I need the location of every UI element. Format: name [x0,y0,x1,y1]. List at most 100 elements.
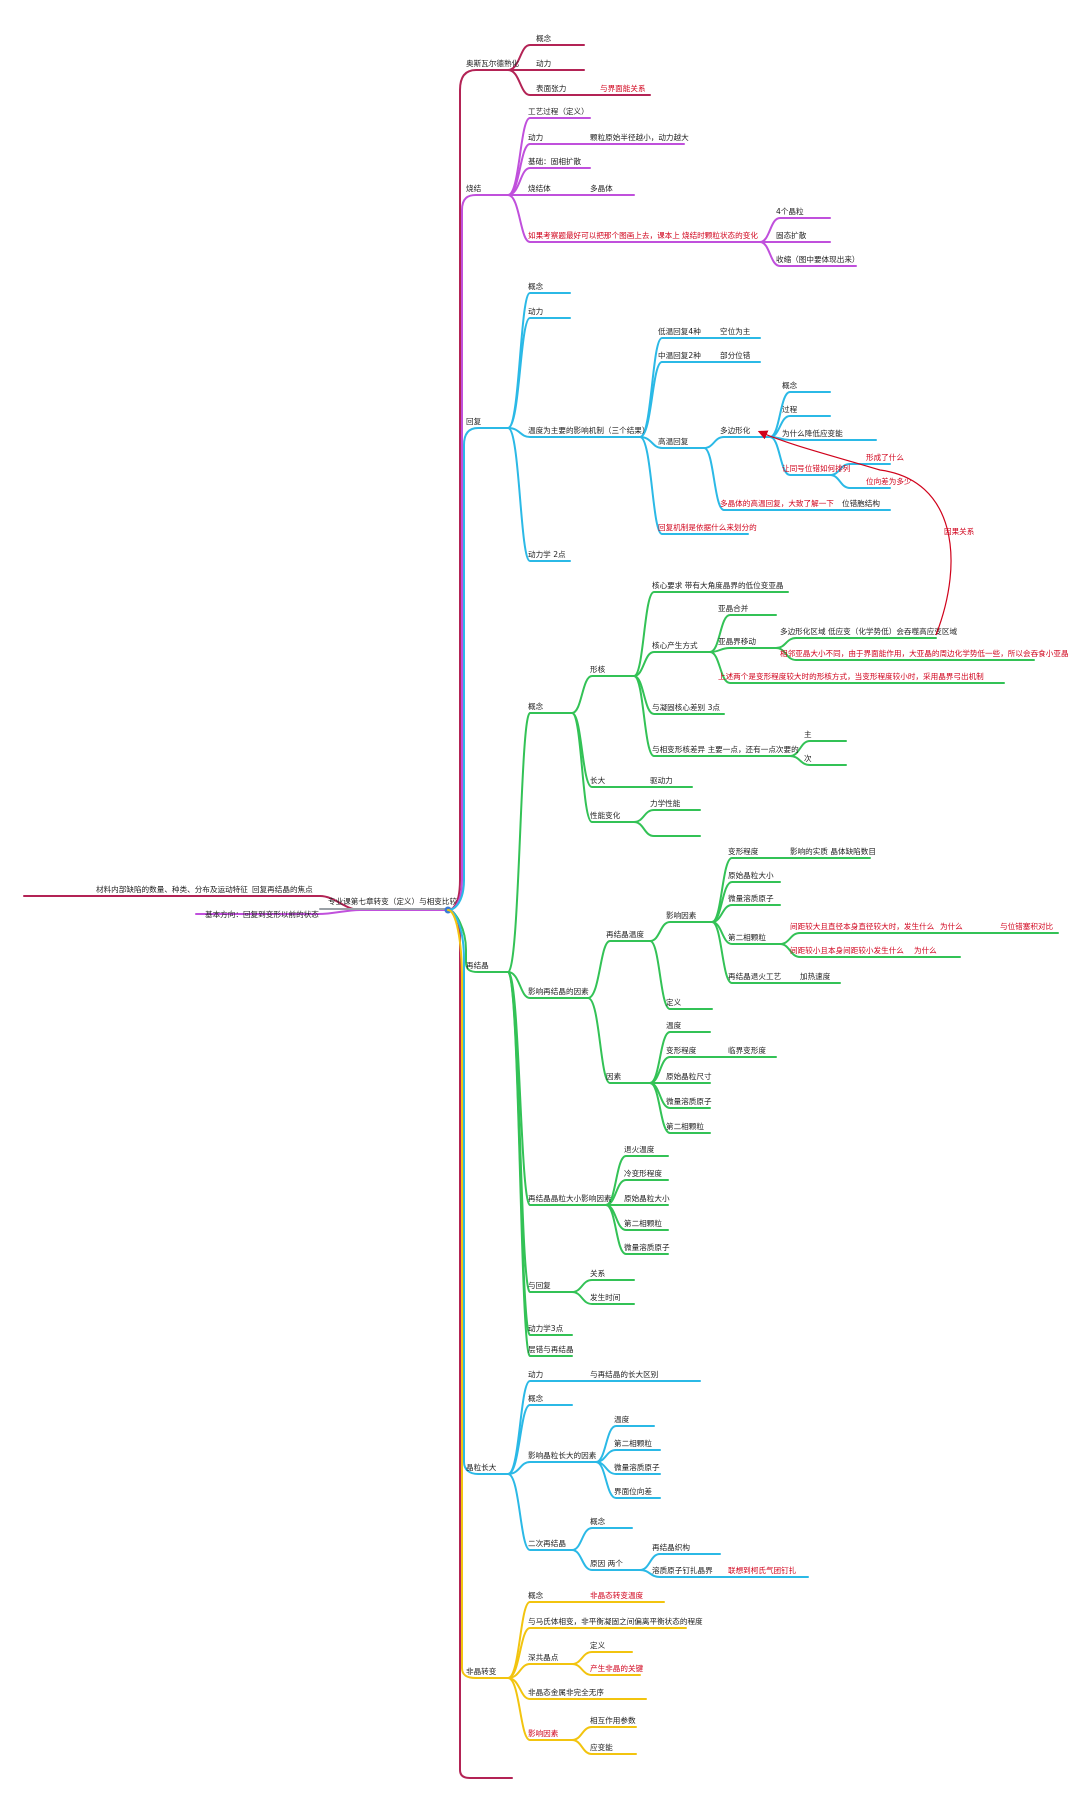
node-sec-concept[interactable]: 概念 [590,1516,606,1526]
node-gg-second[interactable]: 第二相颗粒 [614,1438,652,1448]
note-critical-deform[interactable]: 临界变形度 [728,1045,766,1055]
node-rx-relation[interactable]: 与回复 [528,1280,551,1290]
node-ft-anneal[interactable]: 再结晶退火工艺 [728,971,782,981]
node-gg-force[interactable]: 动力 [528,1369,543,1379]
node-subgrain-merge[interactable]: 亚晶合并 [718,603,749,613]
note-heat-rate[interactable]: 加热速度 [800,971,831,981]
node-poly-process[interactable]: 过程 [782,404,798,414]
node-poly-why[interactable]: 为什么降低应变能 [782,428,843,438]
node-nuc-mode[interactable]: 核心产生方式 [652,640,698,650]
node-recryst[interactable]: 再结晶 [466,960,489,970]
node-ostwald-concept[interactable]: 概念 [536,33,552,43]
node-am-compare[interactable]: 与马氏体相变，非平衡凝固之间偏离平衡状态的程度 [528,1616,703,1626]
node-am-concept[interactable]: 概念 [528,1590,544,1600]
node-influence[interactable]: 影响因素 [666,910,697,920]
node-ostwald[interactable]: 奥斯瓦尔德熟化 [466,58,520,68]
node-rx-kinetics[interactable]: 动力学3点 [528,1323,564,1333]
note-cell-structure[interactable]: 位错胞结构 [842,498,880,508]
node-nucleation[interactable]: 形核 [590,664,606,674]
node-rx-temp[interactable]: 再结晶温度 [606,929,644,939]
node-z-solute[interactable]: 微量溶质原子 [624,1242,670,1252]
node-nuc-main[interactable]: 主 [804,729,812,739]
node-y-grain[interactable]: 原始晶粒尺寸 [666,1071,712,1081]
node-nuc-diff-phase[interactable]: 与相变形核差异 主要一点，还有一点次要的 [652,744,799,754]
node-rec-force[interactable]: 动力 [528,306,543,316]
node-sinter-force[interactable]: 动力 [528,132,543,142]
node-am-strain[interactable]: 应变能 [590,1742,613,1752]
node-poly-form[interactable]: 形成了什么 [866,452,904,462]
node-gg-factors[interactable]: 影响晶粒长大的因素 [528,1450,597,1460]
node-ft-large[interactable]: 间距较大且直径本身直径较大时，发生什么 [790,921,935,931]
node-am-disorder[interactable]: 非晶态金属非完全无序 [528,1687,604,1697]
node-gg-secondary[interactable]: 二次再结晶 [528,1538,566,1548]
node-rel-relation[interactable]: 关系 [590,1268,606,1278]
node-poly-concept[interactable]: 概念 [782,380,798,390]
node-nuc-req[interactable]: 核心要求 带有大角度晶界的低位变亚晶 [652,580,784,590]
node-sec-texture[interactable]: 再结晶织构 [652,1542,690,1552]
node-sub-low-strain[interactable]: 多边形化区域 低应变（化学势低）会吞噬高应变区域 [780,626,957,636]
node-am-interact[interactable]: 相互作用参数 [590,1715,636,1725]
node-subgrain-move[interactable]: 亚晶界移动 [718,636,756,646]
node-z-cold[interactable]: 冷变形程度 [624,1168,662,1178]
left-node-defects[interactable]: 材料内部缺陷的数量、种类、分布及运动特征 [96,884,248,894]
note-large-why[interactable]: 为什么 [940,921,963,931]
node-sinter-figure[interactable]: 如果考察题最好可以把那个图画上去，课本上 [528,230,680,240]
node-perf-change[interactable]: 性能变化 [590,810,621,820]
note-gg-diff[interactable]: 与再结晶的长大区别 [590,1369,658,1379]
causal-label[interactable]: 因果关系 [944,526,975,536]
note-small-why[interactable]: 为什么 [914,945,937,955]
node-low-temp[interactable]: 低温回复4种 [658,326,701,336]
node-y-deform[interactable]: 变形程度 [666,1045,697,1055]
node-ft-second[interactable]: 第二相颗粒 [728,932,766,942]
node-nuc-diff-solid[interactable]: 与凝固核心差别 3点 [652,702,720,712]
node-y-temp[interactable]: 温度 [666,1020,682,1030]
node-z-anneal[interactable]: 退火温度 [624,1144,655,1154]
node-ft-solute[interactable]: 微量溶质原子 [728,893,774,903]
left-node-focus[interactable]: 回复再结晶的焦点 [252,884,313,894]
node-mech-prop[interactable]: 力学性能 [650,798,681,808]
node-polygon[interactable]: 多边形化 [720,425,751,435]
note-cottrell[interactable]: 联想到柯氏气团钉扎 [728,1565,797,1575]
node-eut-key[interactable]: 产生非晶的关键 [590,1663,644,1673]
node-z-grain[interactable]: 原始晶粒大小 [624,1193,670,1203]
node-growth[interactable]: 长大 [590,775,606,785]
node-y-solute[interactable]: 微量溶质原子 [666,1096,712,1106]
node-am-eutectic[interactable]: 深共晶点 [528,1653,559,1662]
node-rec-kinetics[interactable]: 动力学 2点 [528,549,566,559]
node-ft-grain[interactable]: 原始晶粒大小 [728,870,774,880]
node-rec-concept[interactable]: 概念 [528,281,544,291]
node-solid-diffusion[interactable]: 固态扩散 [776,230,807,240]
node-gg-temp[interactable]: 温度 [614,1414,630,1424]
node-sec-pinning[interactable]: 溶质原子钉扎晶界 [652,1565,713,1575]
node-shrink[interactable]: 收缩（图中要体现出来） [776,254,860,264]
node-rx-size[interactable]: 再结晶晶粒大小影响因素 [528,1193,612,1203]
node-ft-small[interactable]: 间距较小且本身间距较小发生什么 [790,945,904,955]
note-vacancy[interactable]: 空位为主 [720,326,751,336]
node-am-factors[interactable]: 影响因素 [528,1728,559,1738]
node-gg-orient[interactable]: 界面位向差 [614,1486,652,1496]
note-defect-count[interactable]: 影响的实质 晶体缺陷数目 [790,846,876,856]
node-amorphous[interactable]: 非晶转变 [466,1666,497,1676]
left-node-direction[interactable]: 基本方向：回复到变形以前的状态 [205,909,319,919]
node-poly-multi[interactable]: 多晶体的高温回复，大致了解一下 [720,498,834,508]
node-ostwald-tension[interactable]: 表面张力 [536,83,566,93]
node-gg-solute[interactable]: 微量溶质原子 [614,1462,660,1472]
node-sinter-process[interactable]: 工艺过程（定义） [528,106,589,116]
node-sec-reason[interactable]: 原因 两个 [590,1559,623,1568]
node-poly-angle[interactable]: 位向差为多少 [866,476,912,486]
node-factors[interactable]: 因素 [606,1071,622,1081]
note-sinter-state[interactable]: 烧结时颗粒状态的变化 [682,230,758,240]
node-bulging[interactable]: 上述两个是变形程度较大时的形核方式，当变形程度较小时，采用晶界弓出机制 [718,671,984,681]
node-rx-dynamic[interactable]: 层错与再结晶 [528,1344,574,1354]
node-eut-def[interactable]: 定义 [590,1640,606,1650]
node-recovery[interactable]: 回复 [466,416,482,426]
node-four-grains[interactable]: 4个晶粒 [776,206,804,216]
note-am-temp[interactable]: 非晶态转变温度 [590,1590,644,1600]
node-rec-temp[interactable]: 温度为主要的影响机制（三个结果） [528,425,650,435]
node-sintering[interactable]: 烧结 [466,183,482,193]
node-rec-mechanism[interactable]: 回复机制是依据什么来划分的 [658,522,757,532]
node-grain-growth[interactable]: 晶粒长大 [466,1462,497,1472]
node-y-second[interactable]: 第二相颗粒 [666,1121,704,1131]
node-rx-factors[interactable]: 影响再结晶的因素 [528,986,589,996]
node-sinter-body[interactable]: 烧结体 [528,183,551,193]
